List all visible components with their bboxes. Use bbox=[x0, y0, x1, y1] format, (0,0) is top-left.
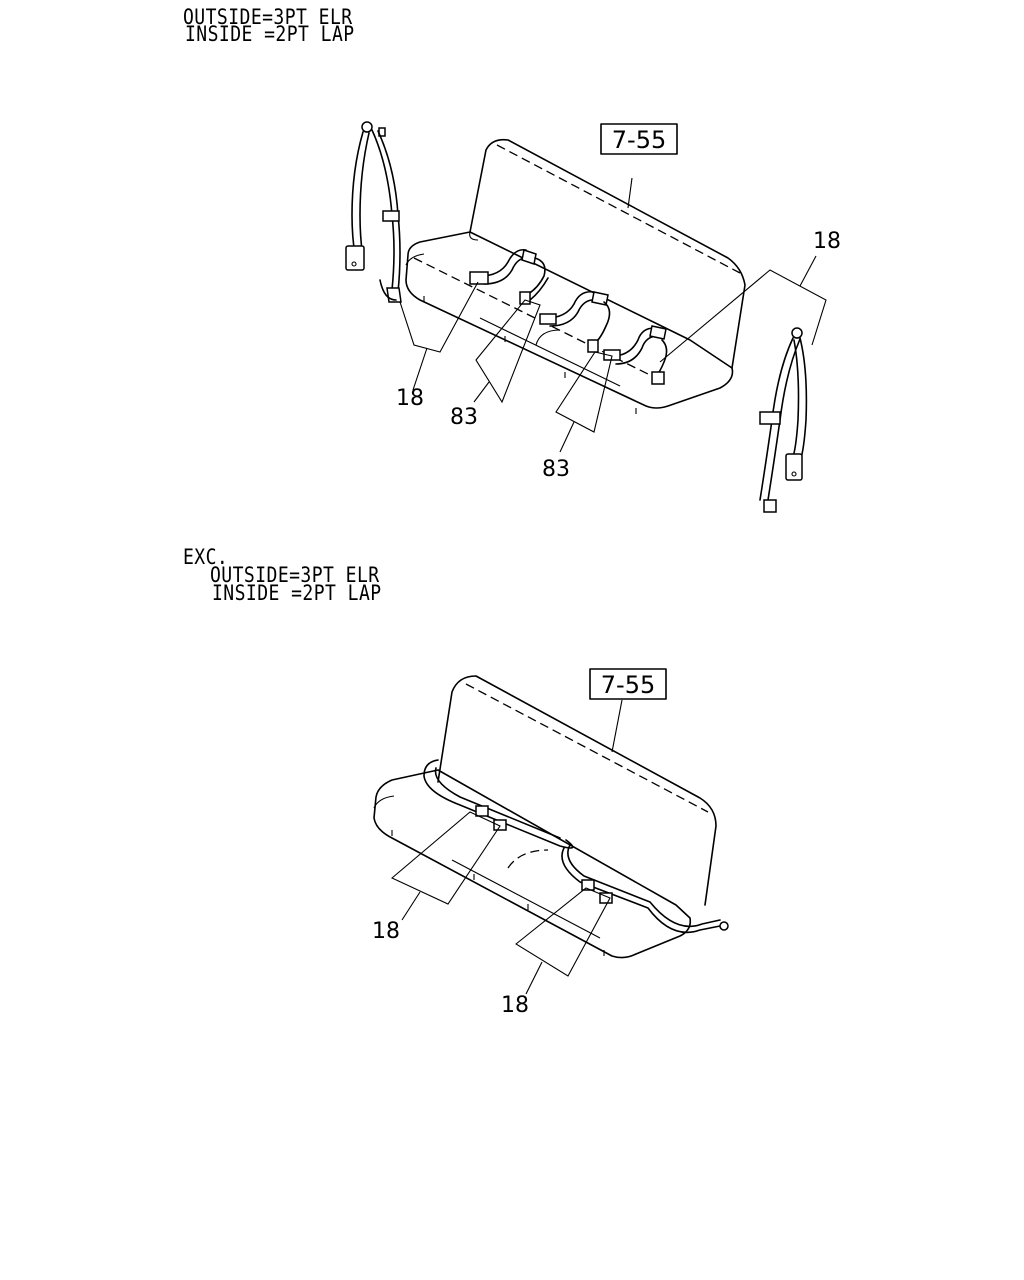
bottom-note-prefix: EXC. bbox=[183, 545, 229, 569]
callout-center-buckle-right: 83 bbox=[542, 457, 570, 482]
top-note-line2: INSIDE =2PT LAP bbox=[185, 22, 355, 46]
callout-right-lap-belt: 18 bbox=[501, 993, 529, 1018]
reference-box-top: 7-55 bbox=[600, 123, 678, 155]
reference-box-top-label: 7-55 bbox=[612, 126, 666, 154]
center-belts-top bbox=[469, 248, 668, 385]
right-3pt-belt-assembly bbox=[759, 327, 808, 513]
top-note-line1: OUTSIDE=3PT ELR bbox=[183, 5, 353, 29]
bottom-note-line1: OUTSIDE=3PT ELR bbox=[210, 563, 380, 587]
bottom-note-line2: INSIDE =2PT LAP bbox=[212, 581, 382, 605]
rear-bench-seat-bottom bbox=[373, 675, 729, 959]
reference-box-bottom: 7-55 bbox=[589, 668, 667, 700]
reference-box-bottom-label: 7-55 bbox=[601, 671, 655, 699]
rear-bench-seat-top bbox=[405, 138, 746, 414]
callout-center-buckle-left: 83 bbox=[450, 405, 478, 430]
callout-left-lap-belt: 18 bbox=[372, 919, 400, 944]
callout-right-retractor: 18 bbox=[813, 229, 841, 254]
lap-buckles-bottom bbox=[475, 805, 613, 904]
leader-lines-bottom bbox=[390, 699, 623, 995]
leader-lines-top bbox=[399, 177, 827, 453]
callout-left-retractor: 18 bbox=[396, 386, 424, 411]
left-3pt-belt-assembly bbox=[345, 121, 402, 303]
